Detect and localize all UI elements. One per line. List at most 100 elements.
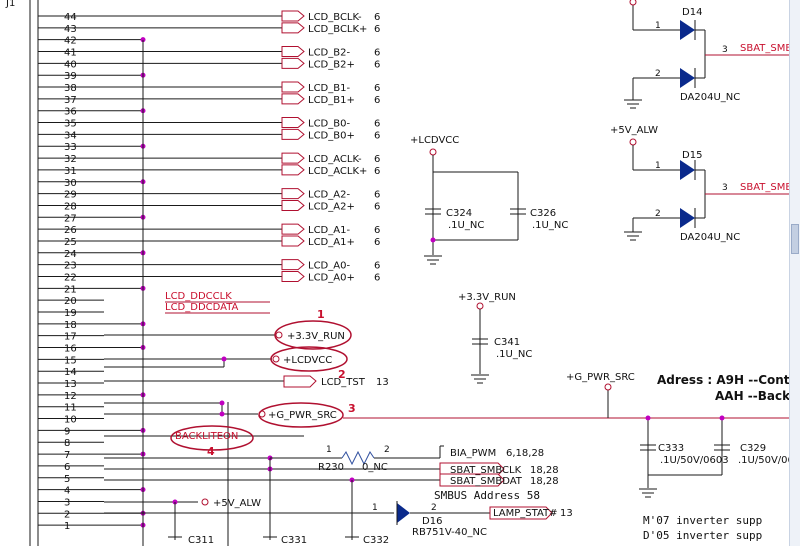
pin-number: 12 [64, 391, 77, 402]
smbus-nets: SBAT_SMBCLK 18,28 SBAT_SMBDAT 18,28 [104, 458, 559, 540]
flag-sheet: 6 [374, 59, 380, 70]
off-page-flag [281, 22, 305, 34]
pin-number: 1 [64, 521, 70, 532]
net-bia-pwm-sheet: 6,18,28 [506, 448, 544, 459]
pin-number: 4 [64, 486, 70, 497]
r230-value: 0_NC [362, 462, 388, 473]
junction-dot [219, 411, 225, 417]
annotation-ellipse-3 [258, 402, 344, 428]
flag-label: LCD_B2+ [308, 59, 355, 70]
off-page-flag [281, 57, 305, 69]
pin-number: 16 [64, 344, 77, 355]
gpwr-decoupling: C333 .1U/50V/0603 C329 .1U/50V/06 [639, 415, 794, 498]
pin-number: 41 [64, 48, 77, 59]
net-lcd-ddcclk: LCD_DDCCLK [165, 291, 232, 302]
vertical-scrollbar[interactable] [789, 0, 800, 546]
flag-label: LCD_A1+ [308, 237, 355, 248]
flag-label: LCD_BCLK+ [308, 24, 367, 35]
power-port [629, 0, 637, 6]
pin-number: 7 [64, 450, 70, 461]
net-lcdvcc-top: +LCDVCC [410, 135, 459, 146]
scrollbar-thumb[interactable] [791, 224, 799, 254]
annotation-ellipse-4 [170, 425, 254, 451]
c333-ref: C333 [658, 443, 684, 454]
flag-sheet: 6 [374, 272, 380, 283]
off-page-flag [281, 93, 305, 105]
pin-number: 24 [64, 249, 77, 260]
off-page-flag [281, 235, 305, 247]
flag-label: LCD_A0- [308, 261, 350, 272]
junction-dot [219, 400, 225, 406]
flag-sheet: 6 [374, 119, 380, 130]
off-page-flag [281, 10, 305, 22]
c341-value: .1U_NC [496, 349, 532, 360]
net-lamp-stat-sheet: 13 [560, 508, 573, 519]
r230-ref: R230 [318, 462, 344, 473]
diode-symbol [680, 20, 695, 40]
pin-number: 33 [64, 142, 77, 153]
flag-sheet: 6 [374, 237, 380, 248]
flag-sheet: 6 [374, 261, 380, 272]
flag-sheet: 6 [374, 48, 380, 59]
pin-number: 8 [64, 438, 70, 449]
power-port-gpwr-2 [604, 383, 612, 391]
pin-number: 19 [64, 308, 77, 319]
resistor-symbol [341, 450, 375, 466]
net-3v3-run: +3.3V_RUN 1 [104, 308, 352, 350]
net-gpwr-label-2: +G_PWR_SRC [566, 372, 635, 383]
flag-label: LCD_A2- [308, 190, 350, 201]
c324-ref: C324 [446, 208, 472, 219]
pin-number: 2 [64, 509, 70, 520]
off-page-flag [281, 152, 305, 164]
net-lcd-tst-sheet: 13 [376, 377, 389, 388]
off-page-flag [281, 259, 305, 271]
pin-number: 35 [64, 119, 77, 130]
off-page-flag [281, 188, 305, 200]
c326-ref: C326 [530, 208, 556, 219]
diode-d16: 1 2 D16 RB751V-40_NC LAMP_STAT# 13 SMBUS… [104, 489, 573, 538]
net-5v-alw-top: +5V_ALW [610, 125, 658, 136]
junction-dot [430, 237, 436, 243]
bottom-capacitors: C311 C331 C332 [168, 535, 389, 546]
pin-number: 1 [326, 445, 332, 455]
annotation-ellipse-1 [274, 320, 352, 350]
pin-number: 32 [64, 154, 77, 165]
pin-number: 15 [64, 355, 77, 366]
pin-number: 17 [64, 332, 77, 343]
c331-ref: C331 [281, 535, 307, 546]
power-port-lcdvcc [272, 355, 280, 363]
d15-ref: D15 [682, 150, 702, 161]
pin-number: 25 [64, 237, 77, 248]
d16-ref: D16 [422, 516, 442, 527]
address-note-2: AAH --Backl [715, 389, 794, 403]
flag-sheet: 6 [374, 201, 380, 212]
diode-symbol [397, 503, 410, 523]
net-smbclk-sheet: 18,28 [530, 465, 559, 476]
pin-number: 3 [722, 45, 728, 55]
power-port-3v3-top [476, 302, 484, 310]
flag-sheet: 6 [374, 225, 380, 236]
net-3v3-run-top: +3.3V_RUN [458, 292, 516, 303]
flag-label: LCD_B1+ [308, 95, 355, 106]
d14-ref: D14 [682, 7, 702, 18]
net-sbat-smb: SBAT_SMB [740, 43, 792, 54]
flag-label: LCD_ACLK+ [308, 166, 367, 177]
annotation-ellipse-2 [270, 346, 348, 372]
pin-number: 1 [655, 21, 661, 31]
power-port-3v3-run [275, 331, 283, 339]
pin-number: 1 [655, 161, 661, 171]
flag-sheet: 6 [374, 83, 380, 94]
pin-number: 31 [64, 166, 77, 177]
d16-value: RB751V-40_NC [412, 527, 487, 538]
off-page-flag [281, 81, 305, 93]
annotation-number-3: 3 [348, 402, 356, 415]
connector-j1: J1 4443424140393837363534333231302928272… [5, 0, 146, 546]
pin-number: 2 [655, 209, 661, 219]
pin-number: 3 [64, 497, 70, 508]
off-page-flag [281, 46, 305, 58]
flag-sheet: 6 [374, 154, 380, 165]
pin-number: 27 [64, 213, 77, 224]
pin-number: 34 [64, 130, 77, 141]
net-gpwr-label: +G_PWR_SRC [268, 410, 337, 421]
pin-number: 26 [64, 225, 77, 236]
